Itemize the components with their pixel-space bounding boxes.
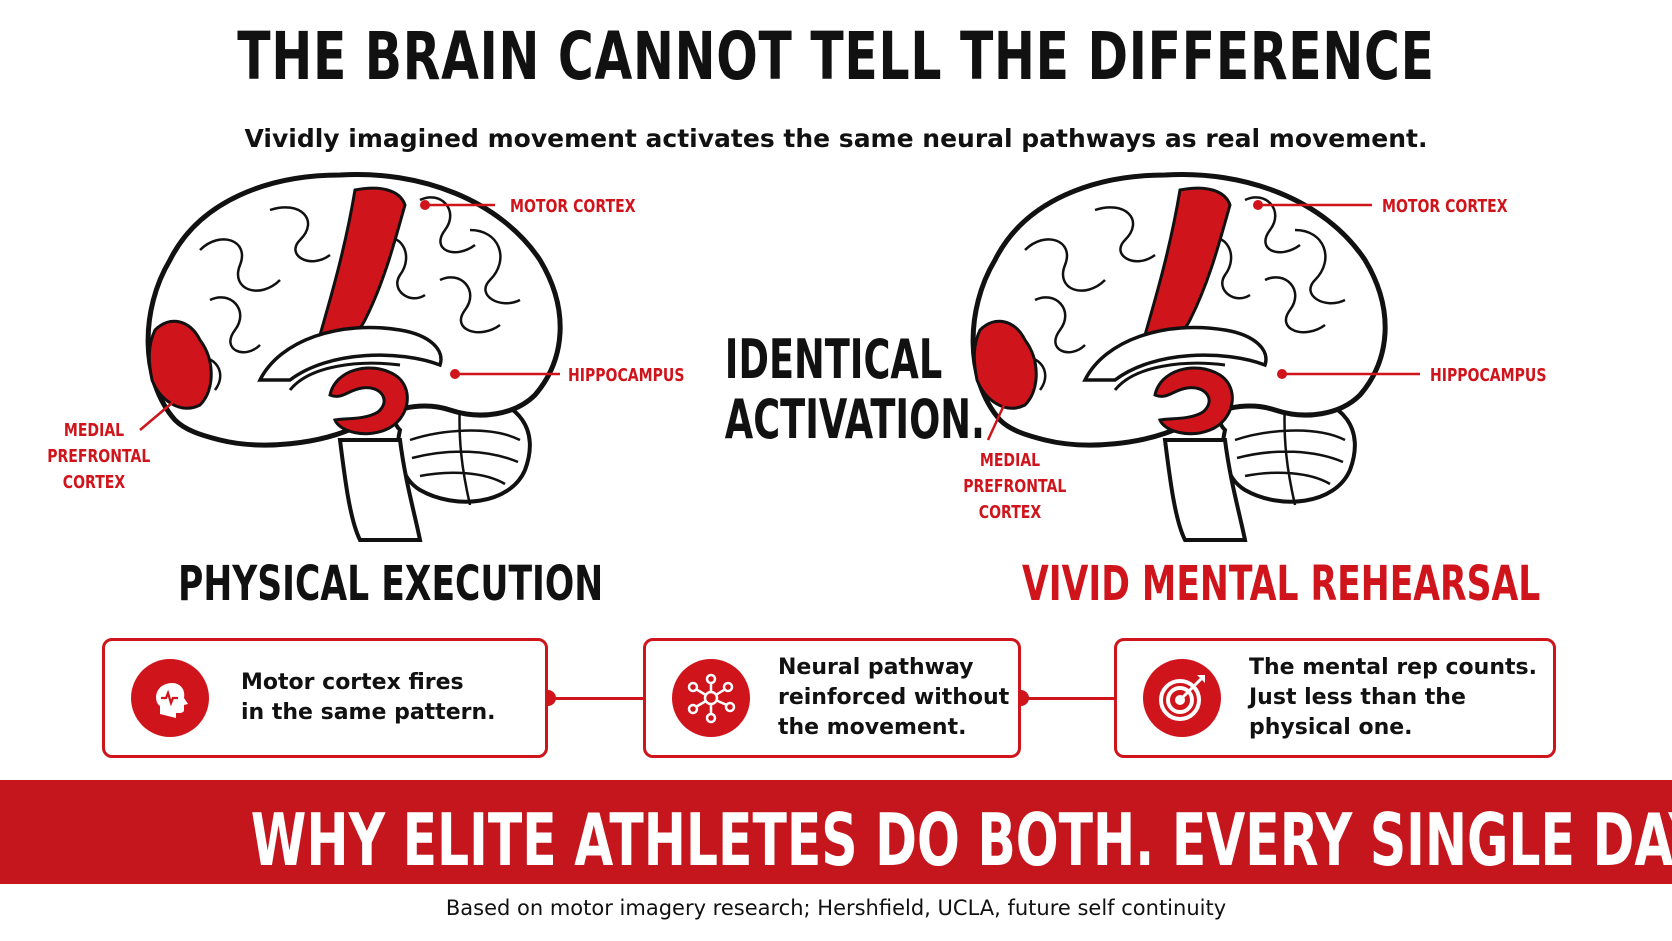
page-subtitle: Vividly imagined movement activates the … [244,124,1428,153]
card-1-line2: in the same pattern. [241,700,496,725]
connector-line-1 [548,697,643,700]
left-prefrontal-label: MEDIAL PREFRONTAL CORTEX [47,418,151,496]
card-1-line1: Motor cortex fires [241,670,464,696]
right-prefrontal-line3: CORTEX [978,502,1042,524]
card-3-text: The mental rep counts. Just less than th… [1249,653,1537,742]
right-prefrontal-line2: PREFRONTAL [963,476,1067,498]
identical-activation-text: IDENTICAL ACTIVATION. [724,328,985,452]
card-2-line1: Neural pathway [778,655,974,681]
left-prefrontal-line1: MEDIAL [63,420,125,441]
right-prefrontal-label: MEDIAL PREFRONTAL CORTEX [963,448,1067,526]
card-1-text: Motor cortex fires in the same pattern. [241,668,495,727]
identical-line2: ACTIVATION. [724,388,985,452]
target-icon [1143,659,1221,737]
card-3-line1: The mental rep counts. [1249,655,1537,681]
card-2-line3: the movement. [778,714,967,740]
network-icon [672,659,750,737]
card-neural-pathway: Neural pathway reinforced without the mo… [643,638,1021,758]
left-hippocampus-label: HIPPOCAMPUS [568,365,685,386]
right-hippocampus-label: HIPPOCAMPUS [1430,365,1547,386]
left-brain [148,174,560,540]
identical-line1: IDENTICAL [724,328,943,391]
card-motor-cortex: Motor cortex fires in the same pattern. [102,638,548,758]
head-pulse-icon [131,659,209,737]
connector-line-2 [1021,697,1114,700]
right-prefrontal-line1: MEDIAL [979,450,1041,471]
card-3-line3: physical one. [1249,714,1413,740]
physical-execution-caption: PHYSICAL EXECUTION [178,556,604,612]
card-mental-rep: The mental rep counts. Just less than th… [1114,638,1556,758]
page-title: THE BRAIN CANNOT TELL THE DIFFERENCE [237,18,1435,95]
card-3-line2: Just less than the [1249,685,1466,711]
card-2-text: Neural pathway reinforced without the mo… [778,653,1009,742]
bottom-banner [0,780,1672,884]
source-footer: Based on motor imagery research; Hershfi… [445,896,1227,920]
left-motor-cortex-label: MOTOR CORTEX [510,196,636,217]
mental-rehearsal-caption: VIVID MENTAL REHEARSAL [1022,556,1541,612]
banner-text: WHY ELITE ATHLETES DO BOTH. EVERY SINGLE… [250,798,1672,882]
left-prefrontal-line2: PREFRONTAL [47,446,151,468]
right-motor-cortex-label: MOTOR CORTEX [1382,196,1508,217]
left-prefrontal-line3: CORTEX [62,472,126,494]
card-2-line2: reinforced without [778,685,1010,711]
